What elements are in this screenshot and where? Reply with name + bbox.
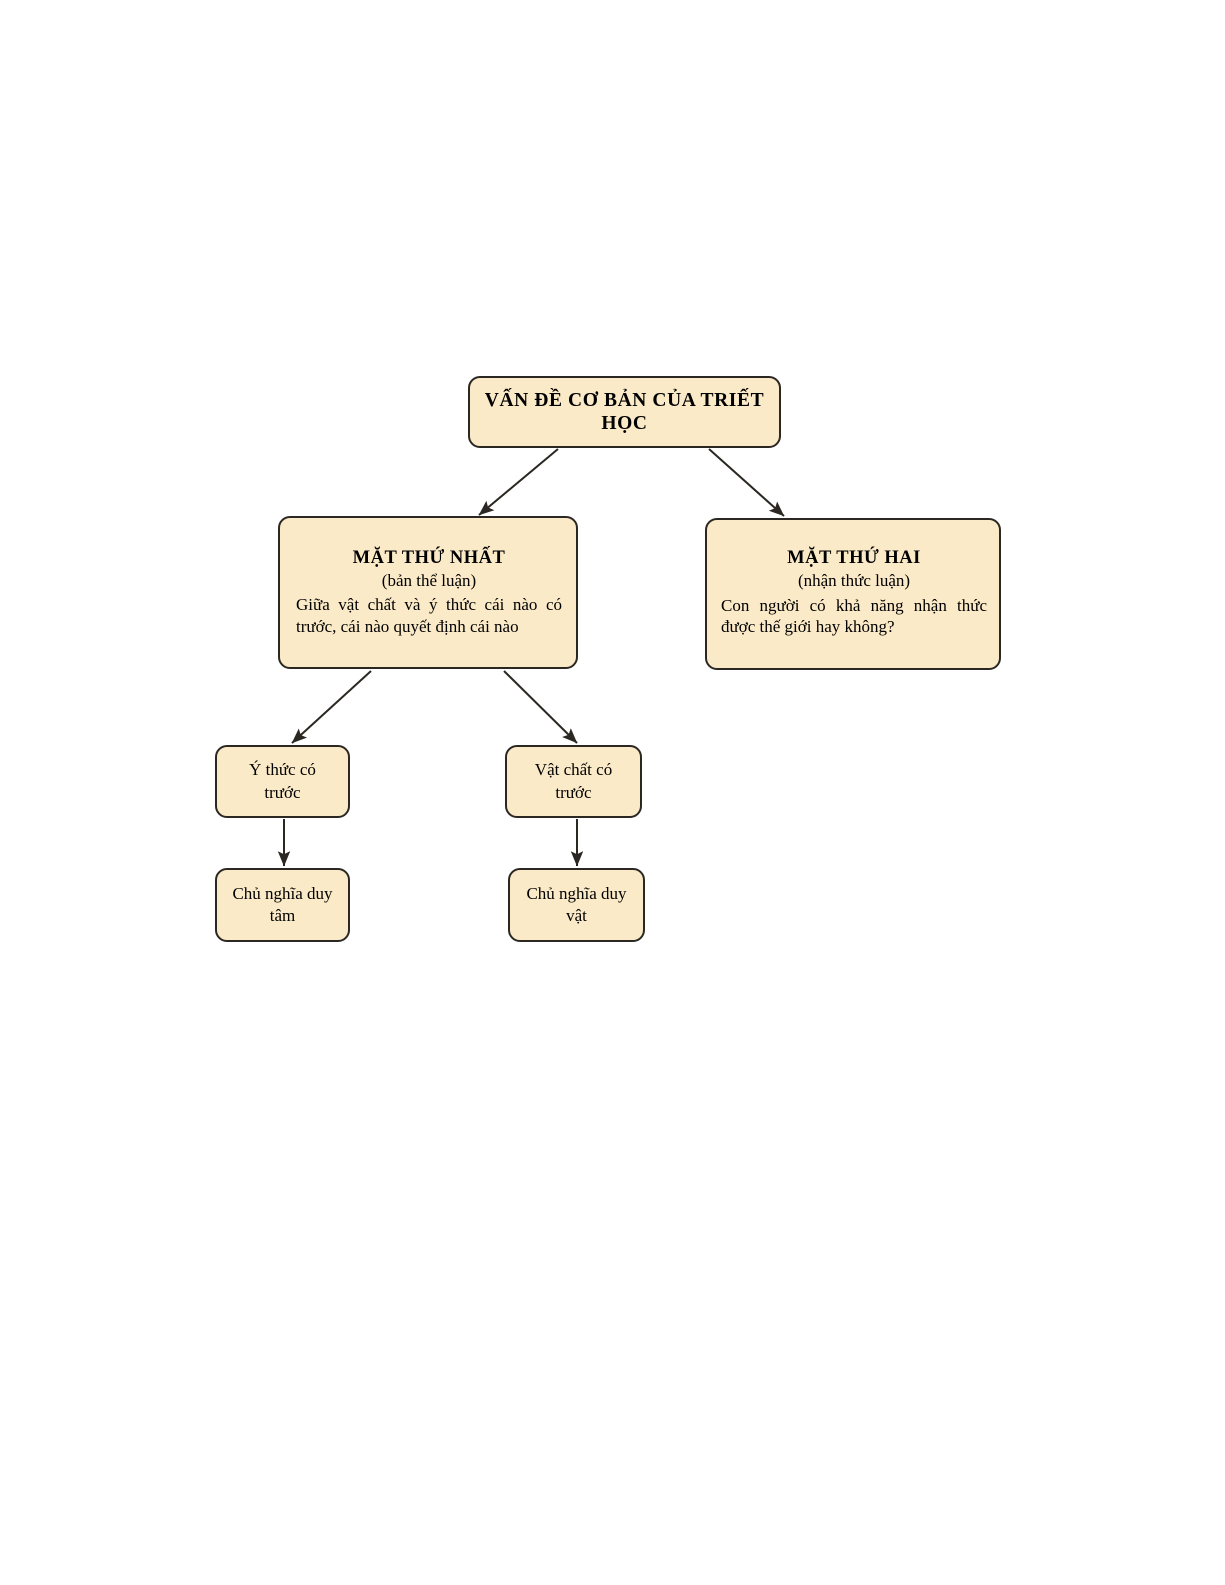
node-materialism-label: Chủ nghĩa duy vật: [526, 883, 627, 925]
edge-root-to-second-aspect: [708, 448, 785, 517]
edge-root-to-first-aspect: [478, 448, 559, 516]
node-idealism-label: Chủ nghĩa duy tâm: [232, 883, 333, 925]
node-root-title: VẤN ĐỀ CƠ BẢN CỦA TRIẾT HỌC: [484, 390, 765, 434]
node-second-aspect-body: Con người có khả năng nhận thức được thế…: [721, 595, 987, 637]
node-materialism[interactable]: Chủ nghĩa duy vật: [508, 868, 645, 942]
node-first-aspect[interactable]: MẶT THỨ NHẤT (bản thể luận) Giữa vật chấ…: [278, 516, 578, 669]
node-first-aspect-subtitle: (bản thể luận): [381, 570, 477, 590]
edge-first-aspect-to-materialism-premise: [503, 670, 578, 744]
node-idealism[interactable]: Chủ nghĩa duy tâm: [215, 868, 350, 942]
node-idealism-premise[interactable]: Ý thức có trước: [215, 745, 350, 818]
node-first-aspect-body: Giữa vật chất và ý thức cái nào có trước…: [296, 595, 562, 636]
node-root-problem[interactable]: VẤN ĐỀ CƠ BẢN CỦA TRIẾT HỌC: [468, 376, 781, 448]
node-idealism-premise-label: Ý thức có trước: [249, 760, 316, 802]
node-first-aspect-title: MẶT THỨ NHẤT: [352, 547, 506, 568]
node-second-aspect-title: MẶT THỨ HAI: [787, 548, 921, 569]
node-second-aspect[interactable]: MẶT THỨ HAI (nhận thức luận) Con người c…: [705, 518, 1001, 670]
edge-first-aspect-to-idealism-premise: [291, 670, 372, 744]
node-materialism-premise-label: Vật chất có trước: [534, 760, 613, 802]
node-materialism-premise[interactable]: Vật chất có trước: [505, 745, 642, 818]
node-second-aspect-subtitle: (nhận thức luận): [797, 571, 911, 591]
